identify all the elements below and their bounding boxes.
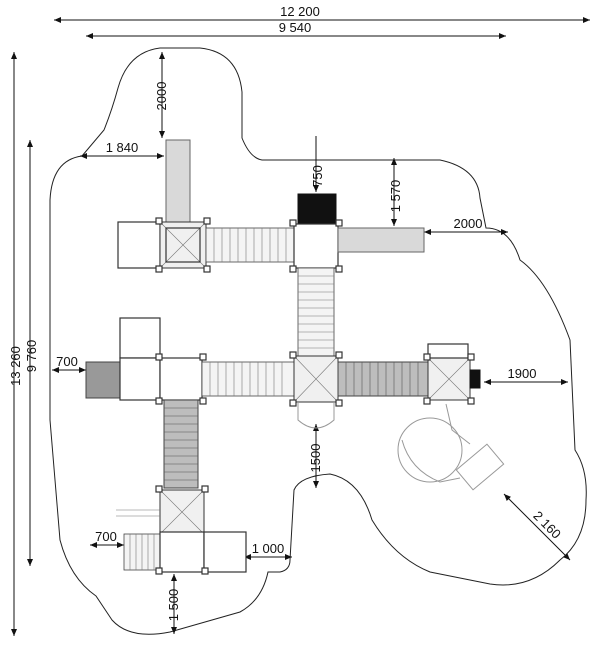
deck-mid-upper-left <box>119 317 161 359</box>
dim-top-clearance: 2000 <box>154 82 169 111</box>
dim-line-diagonal-slide <box>503 493 571 561</box>
dim-inner-width: 9 540 <box>279 20 312 35</box>
right-tower-panel <box>427 343 469 359</box>
dim-bottom-right: 1 000 <box>252 541 285 556</box>
dim-right-top: 1 570 <box>388 180 403 213</box>
deck-bottom <box>159 531 205 573</box>
dim-overall-height: 13 260 <box>8 346 23 386</box>
spiral-slide <box>397 403 505 491</box>
dim-overall-width: 12 200 <box>280 4 320 19</box>
black-panel <box>297 193 337 225</box>
dim-center-gap: 1500 <box>308 444 323 473</box>
deck-mid-left <box>119 357 161 401</box>
middle-bridge <box>201 361 295 397</box>
center-vertical-bridge <box>297 267 335 359</box>
deck-top-left <box>117 221 161 269</box>
right-climbing-bridge <box>337 361 429 397</box>
dim-black-panel: 750 <box>310 165 325 187</box>
dim-inner-height: 9 760 <box>24 340 39 373</box>
dim-right-side: 1900 <box>508 366 537 381</box>
slide-top-right <box>337 227 425 253</box>
dim-bottom-left-step: 700 <box>95 529 117 544</box>
left-ramp <box>85 361 121 399</box>
deck-bottom-right <box>203 531 247 573</box>
posts <box>155 217 475 575</box>
deck-top-center <box>293 223 339 269</box>
dim-slide-clearance: 2000 <box>454 216 483 231</box>
deck-mid-second <box>159 357 203 401</box>
top-bridge <box>205 227 295 263</box>
center-arch <box>297 402 335 429</box>
top-chute <box>165 139 191 225</box>
dim-left-step: 700 <box>56 354 78 369</box>
dim-bottom-gap: 1 500 <box>166 589 181 622</box>
right-tower-end <box>469 369 481 389</box>
left-vertical-bridge <box>163 399 199 489</box>
dim-top-left-offset: 1 840 <box>106 140 139 155</box>
safety-zone-outline <box>49 47 587 635</box>
